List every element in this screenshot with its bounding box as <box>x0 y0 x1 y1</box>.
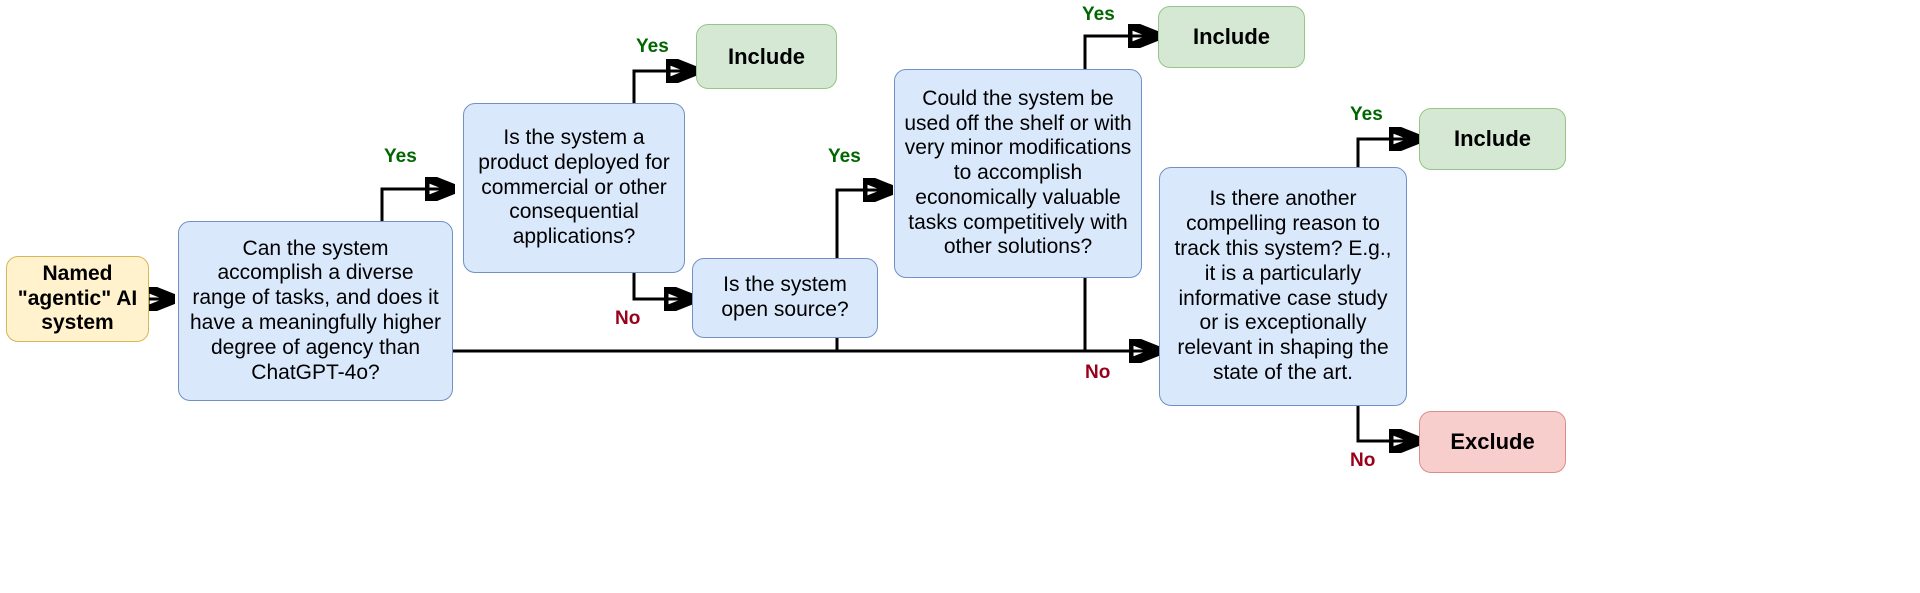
edge-offshelf-yes-to-include <box>1083 36 1155 72</box>
node-question-product-deployed[interactable]: Is the system a product deployed for com… <box>463 103 685 273</box>
node-question-off-the-shelf[interactable]: Could the system be used off the shelf o… <box>894 69 1142 278</box>
edge-label-no-compelling-exclude: No <box>1350 450 1376 471</box>
edge-label-yes-opensource-offshelf: Yes <box>828 146 861 167</box>
edge-label-yes-compelling-include: Yes <box>1350 104 1383 125</box>
node-include-2[interactable]: Include <box>1158 6 1305 68</box>
edge-label-yes-product-include: Yes <box>636 36 669 57</box>
edge-label-no-product-opensource: No <box>615 308 641 329</box>
edge-compelling-no-to-exclude <box>1356 404 1416 441</box>
node-exclude-1[interactable]: Exclude <box>1419 411 1566 473</box>
edge-label-no-offshelf-trunk: No <box>1085 362 1111 383</box>
node-question-open-source[interactable]: Is the system open source? <box>692 258 878 338</box>
node-include-3[interactable]: Include <box>1419 108 1566 170</box>
node-question-diverse-tasks[interactable]: Can the system accomplish a diverse rang… <box>178 221 453 401</box>
edge-label-yes-offshelf-include: Yes <box>1082 4 1115 25</box>
node-question-compelling-reason[interactable]: Is there another compelling reason to tr… <box>1159 167 1407 406</box>
edge-product-no-to-opensource <box>632 272 691 299</box>
node-include-1[interactable]: Include <box>696 24 837 89</box>
edge-compelling-yes-to-include <box>1356 139 1416 170</box>
node-start[interactable]: Named "agentic" AI system <box>6 256 149 342</box>
edge-label-yes-q1-product: Yes <box>384 146 417 167</box>
